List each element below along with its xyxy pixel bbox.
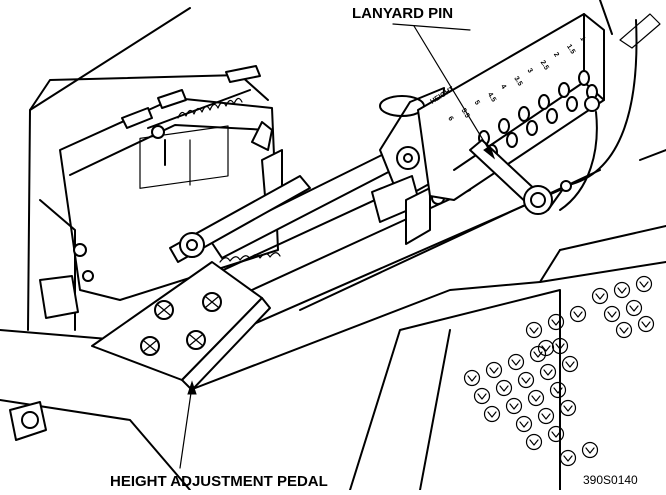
adjust-hole [526, 120, 538, 136]
tread-boss-detail [509, 403, 519, 410]
tread-boss [551, 337, 569, 355]
scale-mark: 3 [526, 67, 534, 74]
adjust-hole [566, 96, 578, 112]
tread-boss-detail [543, 369, 553, 376]
tread-boss-detail [529, 327, 539, 334]
tread-boss-detail [541, 413, 551, 420]
tread-boss-detail [629, 305, 639, 312]
scale-mark: 6 [446, 115, 454, 122]
adjust-hole [498, 118, 510, 134]
lanyard-pin [469, 13, 661, 215]
adjust-hole [546, 108, 558, 124]
tread-boss-detail [489, 367, 499, 374]
tread-boss [473, 387, 491, 405]
tread-boss [559, 399, 577, 417]
tread-boss-detail [641, 321, 651, 328]
scale-mark: 4 [499, 83, 507, 90]
tread-boss-detail [519, 421, 529, 428]
adjust-hole [538, 94, 550, 110]
tread-boss [525, 321, 543, 339]
side-frame [539, 0, 666, 283]
tread-boss [525, 433, 543, 451]
tread-boss [507, 353, 525, 371]
figure-code: 390S0140 [583, 473, 638, 487]
tread-boss-detail [499, 385, 509, 392]
tread-boss [615, 321, 633, 339]
scale-mark: 2.5 [539, 59, 550, 71]
scale-mark: 5.5 [460, 107, 471, 119]
tread-boss-detail [607, 311, 617, 318]
tread-boss-detail [467, 375, 477, 382]
tread-boss [613, 281, 631, 299]
tread-boss-detail [617, 287, 627, 294]
tread-boss-detail [553, 387, 563, 394]
tread-boss [581, 441, 599, 459]
tread-boss [495, 379, 513, 397]
seat-base [0, 243, 191, 491]
spring-linkage [121, 65, 261, 166]
tread-boss-detail [565, 361, 575, 368]
adjust-hole [578, 70, 590, 86]
scale-mark: 1.5 [565, 43, 576, 55]
tread-boss [547, 425, 565, 443]
tread-boss-detail [511, 359, 521, 366]
tread-boss [537, 339, 555, 357]
adjust-hole [518, 106, 530, 122]
tread-boss [517, 371, 535, 389]
height-scale-plate: 11.522.533.544.555.56 HEIGHT [417, 13, 605, 201]
tread-boss [569, 305, 587, 323]
tread-boss-detail [531, 395, 541, 402]
scale-mark: 3.5 [512, 75, 523, 87]
tread-boss-detail [563, 455, 573, 462]
tread-boss-detail [585, 447, 595, 454]
lanyard-pin-label: LANYARD PIN [352, 5, 453, 22]
tread-boss-detail [555, 343, 565, 350]
tread-boss-detail [487, 411, 497, 418]
scale-mark: 2 [552, 51, 560, 58]
tread-boss-detail [529, 439, 539, 446]
tread-boss [539, 363, 557, 381]
callout-leaders [179, 23, 496, 469]
tread-boss-detail [595, 293, 605, 300]
floor-plate [189, 261, 666, 491]
tread-boss-detail [551, 319, 561, 326]
tread-boss-detail [541, 345, 551, 352]
tread-boss-detail [521, 377, 531, 384]
tread-boss [505, 397, 523, 415]
tread-boss [549, 381, 567, 399]
tread-boss-detail [551, 431, 561, 438]
tread-boss [559, 449, 577, 467]
tread-boss [483, 405, 501, 423]
tread-boss [527, 389, 545, 407]
tread-boss [485, 361, 503, 379]
height-adjustment-pedal [91, 232, 271, 391]
tread-boss [537, 407, 555, 425]
tread-boss [529, 345, 547, 363]
tread-boss [637, 315, 655, 333]
tread-boss [463, 369, 481, 387]
scale-mark: 5 [473, 99, 481, 106]
tread-boss-detail [573, 311, 583, 318]
tread-boss [591, 287, 609, 305]
tread-boss [561, 355, 579, 373]
height-adjustment-pedal-label: HEIGHT ADJUSTMENT PEDAL [110, 473, 328, 490]
adjust-hole [506, 132, 518, 148]
tread-boss-detail [619, 327, 629, 334]
tread-boss [515, 415, 533, 433]
scale-mark: 1 [578, 35, 586, 42]
tread-boss-detail [563, 405, 573, 412]
tread-boss-detail [639, 281, 649, 288]
scale-mark: 4.5 [486, 91, 497, 103]
tread-boss [635, 275, 653, 293]
adjust-hole [558, 82, 570, 98]
tread-boss [625, 299, 643, 317]
tread-boss [603, 305, 621, 323]
tread-boss-detail [477, 393, 487, 400]
tread-boss [547, 313, 565, 331]
